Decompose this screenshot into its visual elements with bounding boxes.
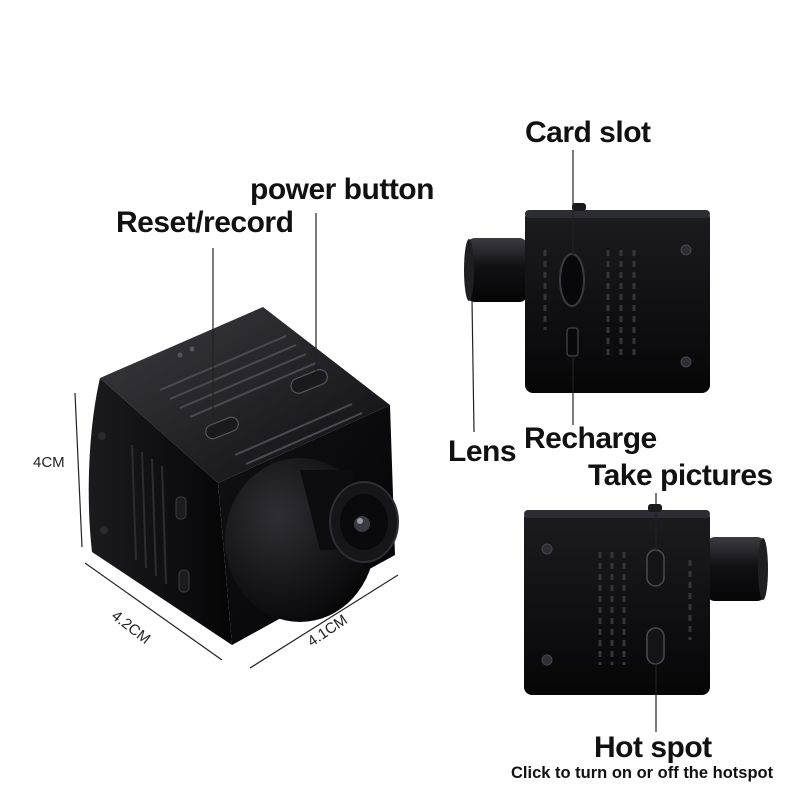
hot-spot-label: Hot spot [594, 731, 712, 764]
take-pictures-button [646, 549, 665, 587]
dimension-lines [74, 392, 399, 669]
card-slot-label: Card slot [525, 116, 651, 149]
camera-main-view [88, 307, 399, 645]
side-vent-slots-bottom [598, 552, 692, 665]
card-slot [559, 253, 585, 307]
power-button [290, 369, 328, 394]
recharge-label: Recharge [524, 422, 657, 455]
lens-label: Lens [448, 435, 517, 468]
reset-record-label: Reset/record [116, 206, 294, 239]
side-vent-slots [543, 250, 636, 360]
power-button-label: power button [250, 173, 434, 206]
lens-barrel [300, 470, 399, 563]
height-dimension-label: 4CM [33, 454, 65, 471]
hot-spot-button [646, 627, 665, 665]
take-pictures-label: Take pictures [588, 459, 773, 492]
recharge-port [566, 327, 579, 357]
left-vent-grooves [131, 444, 167, 585]
top-vent-grooves [159, 335, 363, 465]
camera-left-face [88, 378, 232, 645]
hot-spot-description: Click to turn on or off the hotspot [511, 764, 774, 782]
card-side-callout-lines [471, 150, 574, 433]
camera-top-face [100, 307, 390, 483]
camera-side-view-buttons [524, 504, 768, 695]
main-callout-lines [212, 213, 317, 420]
camera-side-view-card-slot [464, 203, 710, 393]
reset-record-button [205, 416, 239, 440]
